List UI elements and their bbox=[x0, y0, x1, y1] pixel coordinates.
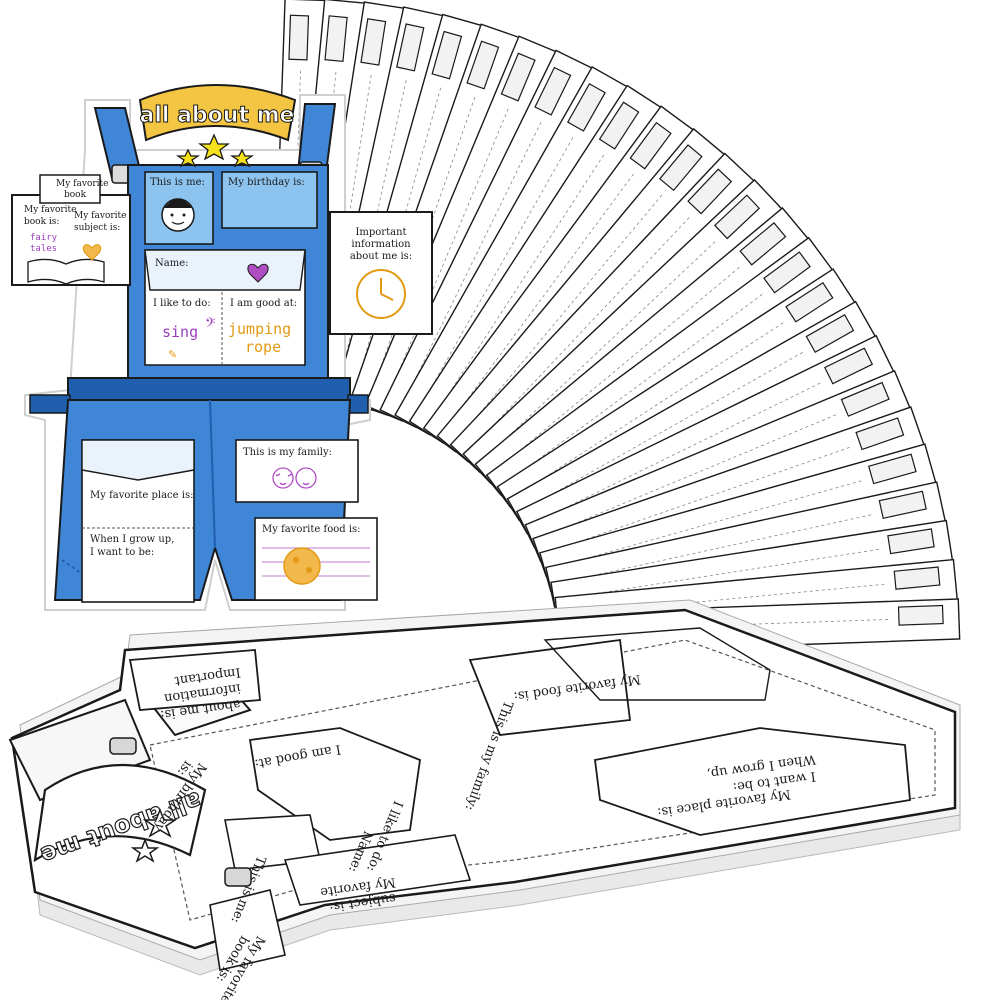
grow-up-line2: I want to be: bbox=[90, 547, 154, 558]
bottom-buckle-icon-2 bbox=[109, 737, 137, 755]
blank-fan-card bbox=[394, 66, 628, 436]
star-icon-1 bbox=[198, 133, 230, 161]
bottom-star-icon-2 bbox=[130, 837, 160, 863]
good-at-answer-line1: jumping bbox=[228, 320, 291, 338]
blank-fan-card bbox=[422, 105, 695, 453]
this-is-me-label: This is me: bbox=[150, 177, 205, 188]
pizza-drawing-icon bbox=[283, 547, 321, 585]
bottom-banner bbox=[33, 763, 207, 863]
blank-fan-card bbox=[408, 84, 662, 444]
like-to-do-answer: sing bbox=[162, 323, 198, 341]
heart-icon bbox=[247, 263, 269, 283]
face-drawing-icon bbox=[161, 198, 195, 232]
star-icon-3 bbox=[229, 148, 255, 168]
star-icon-2 bbox=[175, 148, 201, 168]
info-line2: information bbox=[351, 239, 411, 250]
family-pocket bbox=[235, 439, 359, 503]
title-banner-text: all about me bbox=[140, 103, 295, 128]
family-drawing-icon bbox=[272, 467, 317, 489]
overalls-waistband bbox=[67, 377, 351, 401]
name-label: Name: bbox=[155, 258, 188, 269]
favorite-subject-line2: subject is: bbox=[74, 223, 120, 233]
family-label: This is my family: bbox=[243, 447, 332, 458]
book-back-line2: book bbox=[64, 190, 87, 200]
favorite-subject-line1: My favorite bbox=[74, 211, 126, 221]
bottom-buckle-icon bbox=[224, 867, 252, 887]
clock-drawing-icon bbox=[356, 269, 406, 319]
music-note-icon: 𝄢 bbox=[205, 315, 215, 334]
bottom-star-icon-1 bbox=[142, 807, 178, 838]
birthday-label: My birthday is: bbox=[228, 177, 305, 188]
book-answer-line1: fairy bbox=[30, 233, 58, 243]
blank-fan-card bbox=[379, 49, 593, 429]
open-book-icon bbox=[27, 258, 105, 285]
favorite-book-line1: My favorite bbox=[24, 205, 76, 215]
birthday-pocket bbox=[221, 171, 318, 229]
info-line3: about me is: bbox=[350, 251, 412, 262]
grow-up-line1: When I grow up, bbox=[90, 534, 174, 545]
book-back-line1: My favorite bbox=[56, 179, 108, 189]
mic-icon: ✎ bbox=[168, 348, 177, 361]
good-at-label: I am good at: bbox=[230, 298, 297, 309]
good-at-answer-line2: rope bbox=[245, 338, 281, 356]
bottom-birthday-line2: is: bbox=[174, 758, 195, 779]
favorite-place-label: My favorite place is: bbox=[90, 490, 193, 501]
info-line1: Important bbox=[355, 227, 406, 238]
title-banner bbox=[138, 84, 297, 142]
front-overalls-card: all about me This is me: My birthday is:… bbox=[11, 84, 433, 611]
bottom-card-stack: all about me I am good at: I like to do:… bbox=[8, 599, 961, 1000]
favorite-book-line2: book is: bbox=[24, 217, 59, 227]
like-to-do-label: I like to do: bbox=[153, 298, 211, 309]
subject-heart-icon bbox=[82, 244, 102, 261]
book-answer-line2: tales bbox=[30, 244, 57, 254]
favorite-food-label: My favorite food is: bbox=[262, 524, 361, 535]
